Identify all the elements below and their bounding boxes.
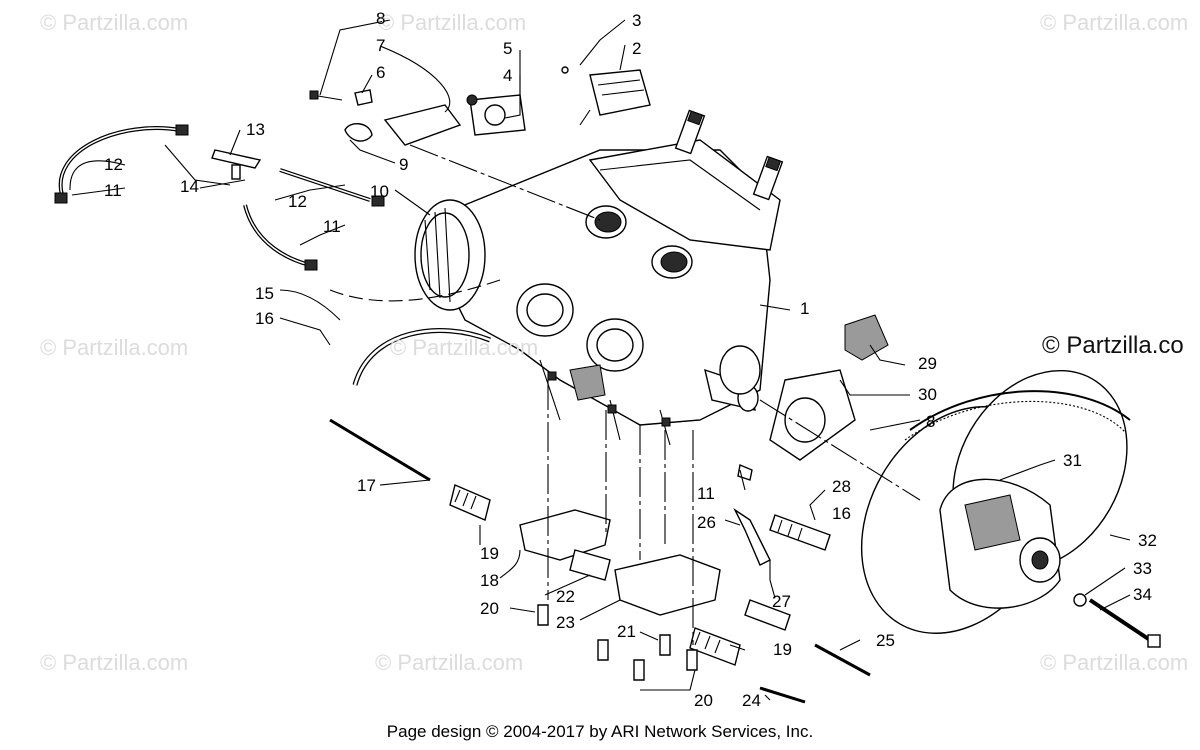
watermark: © Partzilla.com [1040, 650, 1189, 675]
callout-17: 17 [357, 476, 376, 495]
watermark: © Partzilla.com [40, 650, 189, 675]
callout-8: 8 [376, 9, 386, 28]
callout-13: 13 [246, 120, 265, 139]
heat-shield-and-gasket [769, 314, 889, 461]
callout-3: 3 [632, 11, 642, 30]
fuel-hoses [54, 124, 501, 386]
callout-1: 1 [800, 299, 810, 318]
watermark: © Partzilla.com [390, 335, 539, 360]
drive-clutch-and-belt [860, 369, 1161, 648]
callout-8b: 8 [926, 412, 936, 431]
callout-16b: 16 [832, 504, 851, 523]
callout-31: 31 [1063, 451, 1082, 470]
callout-2: 2 [632, 39, 642, 58]
callout-27: 27 [772, 592, 791, 611]
callout-12: 12 [104, 155, 123, 174]
callout-11: 11 [104, 181, 122, 200]
callout-28: 28 [832, 477, 851, 496]
callout-5: 5 [503, 39, 513, 58]
callout-20: 20 [480, 599, 499, 618]
engine-assembly [414, 109, 784, 446]
watermark-strong: © Partzilla.co [1042, 332, 1184, 359]
callout-21: 21 [617, 622, 636, 641]
callout-29: 29 [918, 354, 937, 373]
spark-plug-left [674, 109, 706, 155]
callout-18: 18 [480, 571, 499, 590]
callout-30: 30 [918, 385, 937, 404]
watermark: © Partzilla.com [40, 10, 189, 35]
callout-19b: 19 [773, 640, 792, 659]
watermark: © Partzilla.com [375, 650, 524, 675]
callout-23: 23 [556, 613, 575, 632]
callout-9: 9 [399, 155, 409, 174]
leader-lines [69, 19, 1131, 701]
callout-32: 32 [1138, 531, 1157, 550]
watermark: © Partzilla.com [40, 335, 189, 360]
callout-14: 14 [180, 177, 199, 196]
callout-34: 34 [1133, 585, 1152, 604]
watermark: © Partzilla.com [378, 10, 527, 35]
callout-25: 25 [876, 631, 895, 650]
upper-hardware [309, 66, 651, 146]
callout-15: 15 [255, 284, 274, 303]
callout-6: 6 [376, 63, 386, 82]
callout-33: 33 [1133, 559, 1152, 578]
callout-12b: 12 [288, 192, 307, 211]
spark-plug-right [752, 155, 784, 201]
callout-4: 4 [503, 66, 513, 85]
watermark: © Partzilla.com [1040, 10, 1189, 35]
callout-22: 22 [556, 587, 575, 606]
callout-10: 10 [370, 182, 389, 201]
callout-20b: 20 [694, 691, 713, 710]
callout-26: 26 [697, 513, 716, 532]
callout-19: 19 [480, 544, 499, 563]
callout-11b: 11 [323, 217, 341, 236]
callout-24: 24 [742, 691, 761, 710]
callout-7: 7 [376, 36, 386, 55]
callout-11c: 11 [697, 484, 715, 503]
callout-16: 16 [255, 309, 274, 328]
page-footer: Page design © 2004-2017 by ARI Network S… [386, 722, 814, 741]
